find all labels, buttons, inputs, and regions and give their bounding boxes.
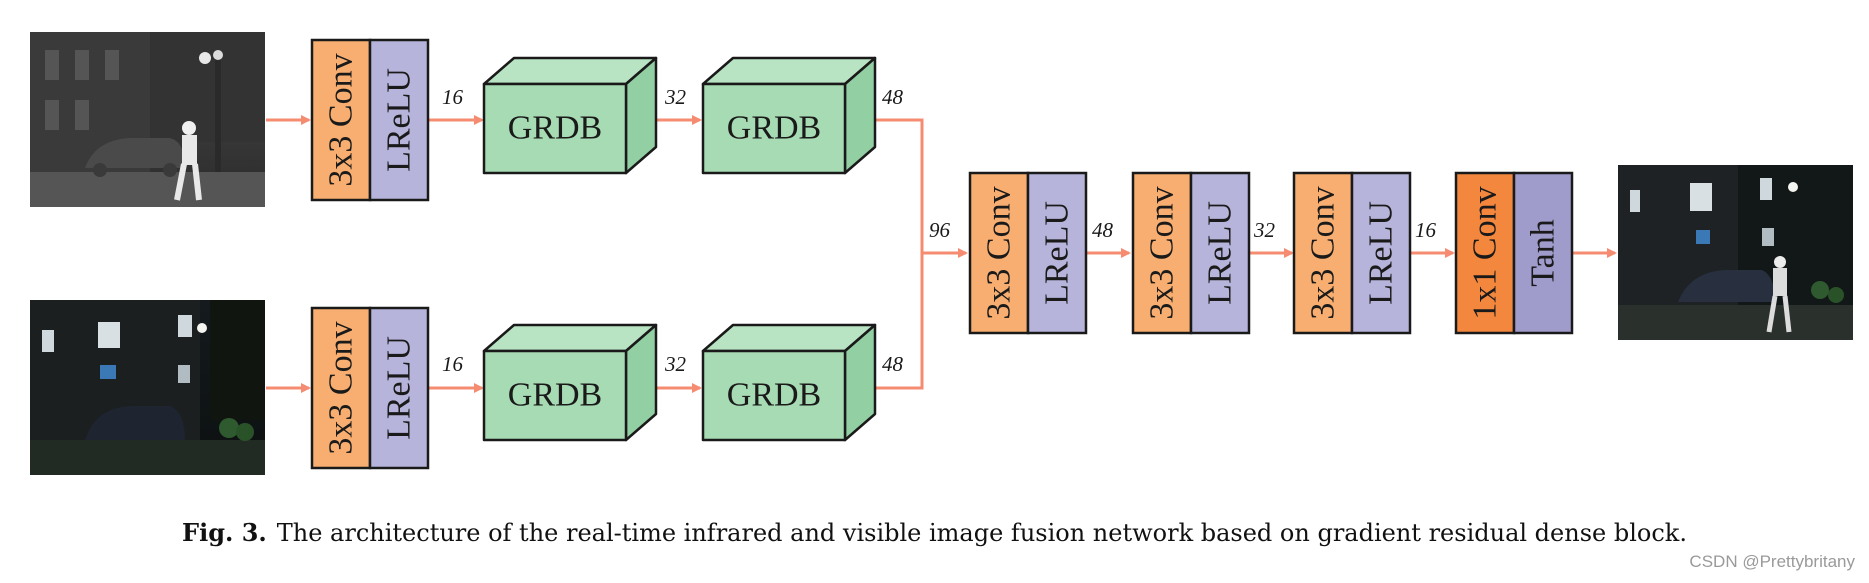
conv-label: 3x3 Conv (1305, 186, 1342, 319)
activation-label: LReLU (381, 68, 418, 172)
figure-caption: Fig. 3. The architecture of the real-time… (0, 518, 1869, 547)
activation-label: LReLU (1202, 201, 1239, 305)
edge-label-96: 96 (929, 218, 951, 242)
edge-label-32: 32 (1253, 218, 1276, 242)
conv-block-ir (310, 38, 430, 202)
grdb-block (701, 323, 877, 442)
conv-label: 1x1 Conv (1467, 186, 1504, 319)
watermark: CSDN @Prettybritany (1689, 552, 1855, 571)
conv-label: 3x3 Conv (981, 186, 1018, 319)
conv-label: 3x3 Conv (1144, 186, 1181, 319)
conv-block-fuse-2 (1131, 171, 1251, 335)
edge-label-32: 32 (664, 85, 687, 109)
grdb-block (482, 323, 658, 442)
conv-block-output (1454, 171, 1574, 335)
edge-label-48: 48 (1092, 218, 1114, 242)
caption-text: The architecture of the real-time infrar… (276, 519, 1687, 547)
activation-label: LReLU (1039, 201, 1076, 305)
connections (266, 115, 1617, 393)
grdb-label: GRDB (508, 110, 602, 147)
fused-image (1618, 165, 1853, 340)
edge-label-32: 32 (664, 352, 687, 376)
edge-labels: 16 16 32 32 48 48 96 48 32 16 (442, 85, 1437, 376)
grdb-block (701, 56, 877, 175)
edge-label-48: 48 (882, 85, 904, 109)
merge-connector (875, 118, 924, 390)
conv-label: 3x3 Conv (323, 321, 360, 454)
grdb-block (482, 56, 658, 175)
edge-label-16: 16 (442, 85, 464, 109)
infrared-image (30, 32, 265, 207)
figure-label: Fig. 3. (182, 518, 267, 547)
activation-label: Tanh (1525, 219, 1562, 287)
conv-block-fuse-3 (1292, 171, 1412, 335)
architecture-diagram: 16 16 32 32 48 48 96 48 32 16 3x3 Conv L… (30, 32, 1853, 475)
grdb-label: GRDB (727, 110, 821, 147)
conv-block-fuse-1 (968, 171, 1088, 335)
edge-label-16: 16 (1415, 218, 1437, 242)
activation-label: LReLU (381, 336, 418, 440)
edge-label-16: 16 (442, 352, 464, 376)
conv-block-vis (310, 306, 430, 470)
activation-label: LReLU (1363, 201, 1400, 305)
edge-label-48: 48 (882, 352, 904, 376)
grdb-label: GRDB (727, 377, 821, 414)
grdb-label: GRDB (508, 377, 602, 414)
visible-image (30, 300, 265, 475)
conv-label: 3x3 Conv (323, 53, 360, 186)
